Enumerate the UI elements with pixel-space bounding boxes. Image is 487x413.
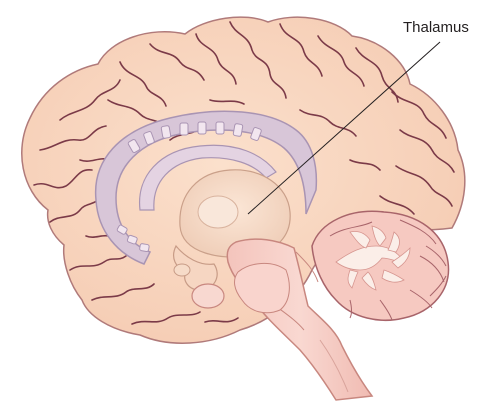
fornix: [138, 144, 277, 211]
thalamus-label: Thalamus: [403, 19, 469, 36]
arbor-vitae: [335, 225, 411, 291]
pituitary: [191, 283, 225, 309]
sulci: [33, 21, 455, 325]
cerebellum-folia: [329, 219, 447, 321]
pons: [234, 263, 290, 314]
ventricle-openings: [116, 121, 262, 252]
thalamus-leader-line: [247, 41, 441, 215]
